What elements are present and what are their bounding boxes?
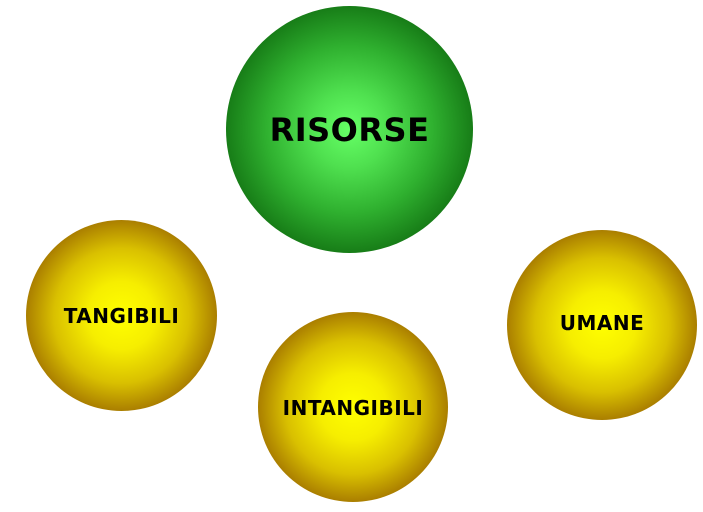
tangibili-label: TANGIBILI [63,303,180,328]
umane-node: UMANE [507,230,697,420]
umane-label: UMANE [559,311,645,335]
risorse-node: RISORSE [226,6,473,253]
tangibili-node: TANGIBILI [26,220,217,411]
risorse-label: RISORSE [269,110,430,149]
intangibili-node: INTANGIBILI [258,312,448,502]
intangibili-label: INTANGIBILI [282,396,424,420]
